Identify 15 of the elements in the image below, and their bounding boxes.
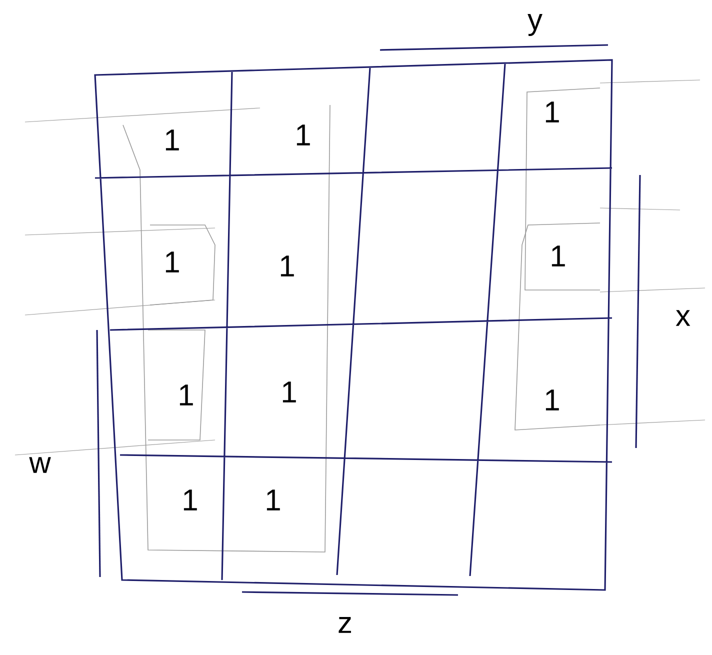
cell-value: 1: [296, 124, 310, 146]
variable-label: y: [528, 14, 542, 36]
cell-value: 1: [546, 390, 559, 410]
cell-value: 1: [280, 256, 294, 276]
cell-value: 1: [546, 102, 559, 122]
variable-label: z: [338, 617, 351, 633]
cell-value: 1: [166, 130, 179, 150]
cell-value: 1: [552, 246, 565, 266]
variable-label: x: [676, 310, 690, 326]
variable-label: w: [29, 457, 51, 473]
cell-value: 1: [184, 490, 197, 510]
cell-value: 1: [166, 252, 179, 272]
cell-value: 1: [266, 490, 280, 510]
cell-value: 1: [282, 382, 296, 402]
cell-value: 1: [180, 384, 193, 406]
